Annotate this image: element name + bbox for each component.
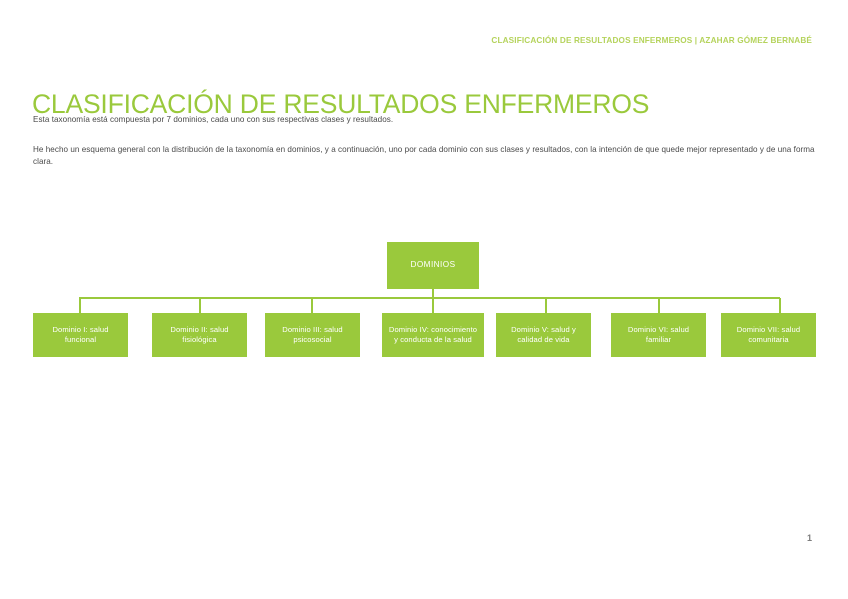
running-header: CLASIFICACIÓN DE RESULTADOS ENFERMEROS |… <box>491 36 812 45</box>
chart-node-dominio-5[interactable]: Dominio V: salud y calidad de vida <box>496 313 591 357</box>
chart-node-dominio-2[interactable]: Dominio II: salud fisiológica <box>152 313 247 357</box>
connector-drop-2 <box>199 298 201 313</box>
connector-drop-4 <box>432 298 434 313</box>
page-title: CLASIFICACIÓN DE RESULTADOS ENFERMEROS <box>32 88 650 119</box>
page-number: 1 <box>806 533 812 543</box>
connector-horizontal-bus <box>79 297 780 299</box>
chart-node-dominio-4[interactable]: Dominio IV: conocimiento y conducta de l… <box>382 313 484 357</box>
connector-drop-6 <box>658 298 660 313</box>
intro-paragraph-2: He hecho un esquema general con la distr… <box>33 145 815 167</box>
chart-node-dominio-6[interactable]: Dominio VI: salud familiar <box>611 313 706 357</box>
connector-drop-1 <box>79 298 81 313</box>
chart-root-node-dominios[interactable]: DOMINIOS <box>387 242 479 289</box>
chart-node-dominio-1[interactable]: Dominio I: salud funcional <box>33 313 128 357</box>
connector-root-stem <box>432 289 434 298</box>
chart-node-dominio-7[interactable]: Dominio VII: salud comunitaria <box>721 313 816 357</box>
connector-drop-7 <box>779 298 781 313</box>
chart-node-dominio-3[interactable]: Dominio III: salud psicosocial <box>265 313 360 357</box>
connector-drop-5 <box>545 298 547 313</box>
connector-drop-3 <box>311 298 313 313</box>
intro-paragraph-1: Esta taxonomía está compuesta por 7 domi… <box>33 115 394 125</box>
